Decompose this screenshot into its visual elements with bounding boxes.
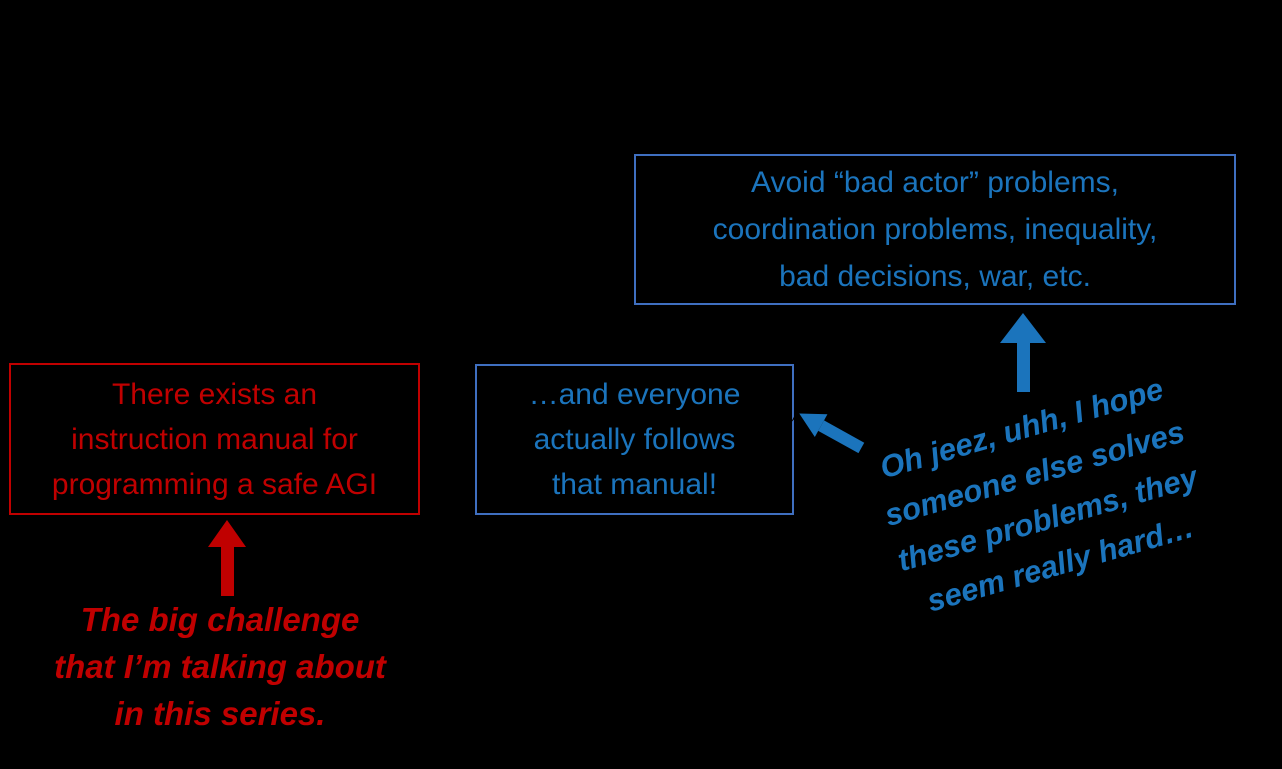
red-up-arrow-icon <box>208 517 246 596</box>
avoid-problems-box-line-2: coordination problems, inequality, <box>712 213 1158 246</box>
instruction-manual-box-line-1: There exists an <box>111 377 318 411</box>
everyone-follows-box-line-1: …and everyone <box>528 378 741 411</box>
red-up-arrow-head <box>208 517 246 547</box>
avoid-problems-box-line-3: bad decisions, war, etc. <box>779 260 1091 293</box>
blue-up-arrow-head <box>1000 310 1046 343</box>
red-up-arrow-shaft <box>220 547 234 596</box>
big-challenge-caption-line-3: in this series. <box>114 695 326 732</box>
big-challenge-caption: The big challenge that I’m talking about… <box>10 596 430 737</box>
oh-jeez-caption: Oh jeez, uhh, I hope someone else solves… <box>818 348 1264 644</box>
avoid-problems-box: Avoid “bad actor” problems, coordination… <box>634 154 1236 305</box>
instruction-manual-box-line-2: instruction manual for <box>71 422 358 456</box>
blue-up-left-arrow-shaft <box>818 420 865 454</box>
big-challenge-caption-line-1: The big challenge <box>80 601 360 638</box>
big-challenge-caption-line-2: that I’m talking about <box>54 648 386 685</box>
everyone-follows-box: …and everyone actually follows that manu… <box>475 364 794 515</box>
everyone-follows-box-line-2: actually follows <box>533 423 736 456</box>
blue-up-arrow-icon <box>1000 310 1046 392</box>
instruction-manual-box: There exists an instruction manual for p… <box>9 363 420 515</box>
everyone-follows-box-line-3: that manual! <box>551 468 718 501</box>
blue-up-arrow-shaft <box>1016 343 1030 392</box>
instruction-manual-box-line-3: programming a safe AGI <box>51 467 378 501</box>
avoid-problems-box-line-1: Avoid “bad actor” problems, <box>751 166 1119 199</box>
